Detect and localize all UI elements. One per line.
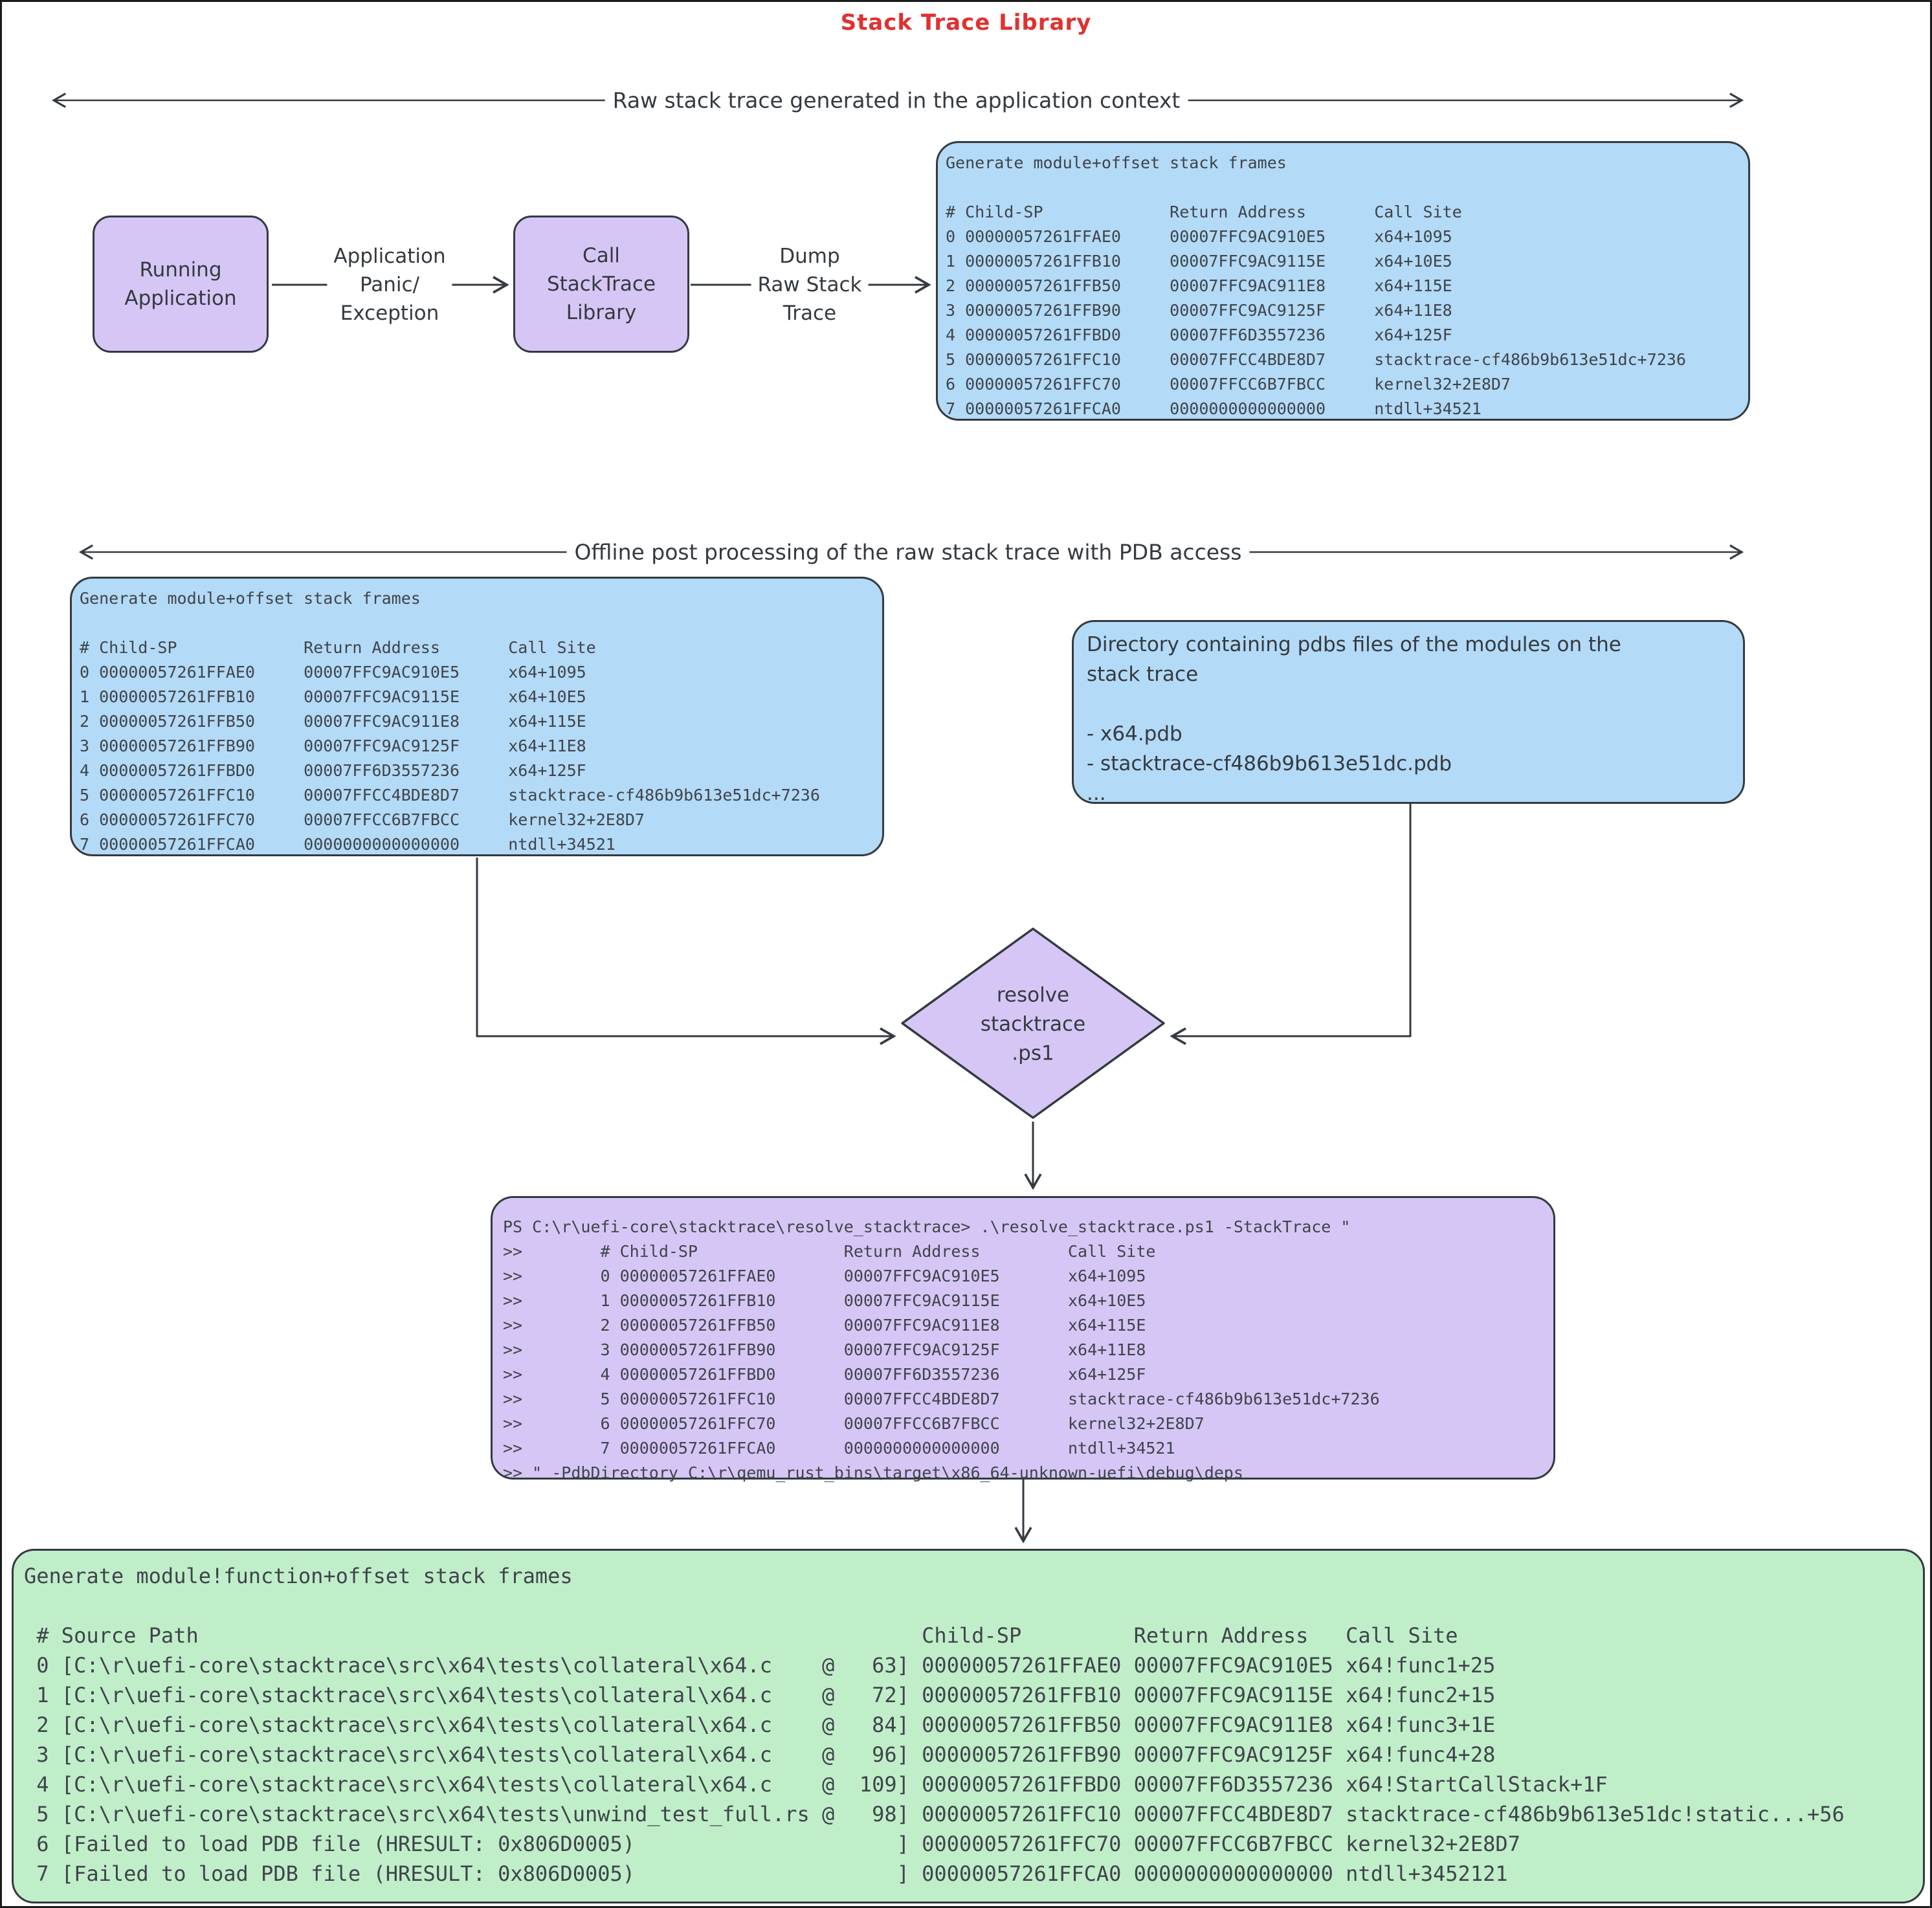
resolved-box: Generate module!function+offset stack fr… — [12, 1549, 1925, 1903]
pdb-directory-box: Directory containing pdbs files of the m… — [1072, 620, 1745, 805]
resolver-diamond — [901, 927, 1165, 1119]
offline-trace-box: Generate module+offset stack frames # Ch… — [70, 577, 884, 856]
resolver-label: resolve stacktrace .ps1 — [980, 983, 1086, 1065]
raw-trace-box: Generate module+offset stack frames # Ch… — [936, 141, 1750, 421]
running-application-node: Running Application — [93, 216, 269, 353]
resolved-text: Generate module!function+offset stack fr… — [24, 1564, 1845, 1886]
page-title: Stack Trace Library — [840, 10, 1092, 36]
dump-raw-stack-label: Dump Raw Stack Trace — [751, 241, 869, 329]
connector-pdb-to-resolver — [1170, 803, 1412, 1045]
console-box: PS C:\r\uefi-core\stacktrace\resolve_sta… — [491, 1196, 1555, 1482]
panic-exception-label: Application Panic/ Exception — [327, 241, 452, 329]
call-stacktrace-node: Call StackTrace Library — [513, 216, 689, 353]
connector-trace-to-resolver — [476, 858, 896, 1045]
section-raw-label: Raw stack trace generated in the applica… — [605, 86, 1188, 115]
running-application-label: Running Application — [124, 258, 237, 310]
section-offline-label: Offline post processing of the raw stack… — [566, 538, 1250, 566]
pdb-directory-text: Directory containing pdbs files of the m… — [1087, 633, 1621, 805]
offline-trace-text: Generate module+offset stack frames # Ch… — [80, 589, 820, 854]
console-text: PS C:\r\uefi-core\stacktrace\resolve_sta… — [503, 1217, 1380, 1482]
call-stacktrace-label: Call StackTrace Library — [546, 244, 656, 324]
raw-trace-text: Generate module+offset stack frames # Ch… — [946, 153, 1686, 418]
